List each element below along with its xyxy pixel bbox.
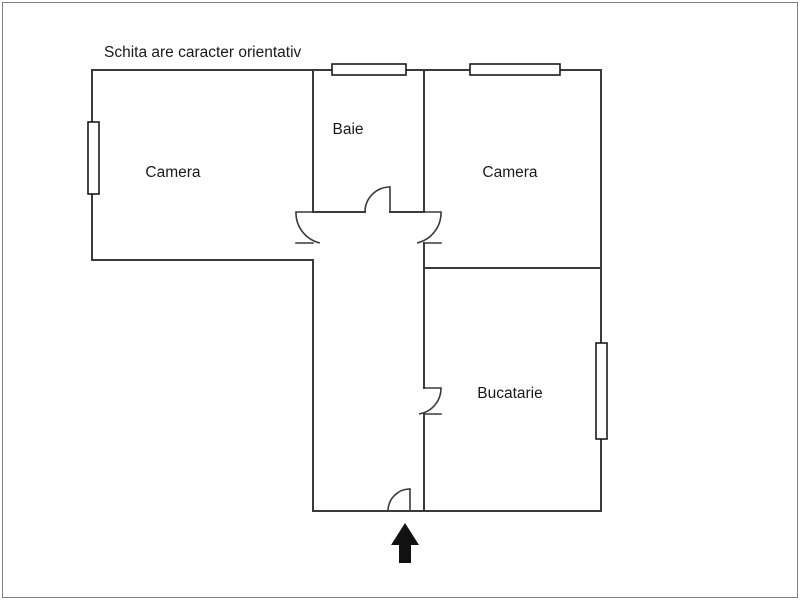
interior-walls bbox=[312, 69, 602, 512]
door-hall-left-arc bbox=[295, 211, 321, 244]
window-camera-right-top bbox=[469, 63, 561, 76]
door-hall-right-arc bbox=[416, 211, 442, 244]
room-label-camera-right: Camera bbox=[482, 164, 538, 181]
door-entrance-arc bbox=[387, 488, 411, 512]
room-label-bucatarie: Bucatarie bbox=[477, 385, 542, 402]
entrance-arrow-glyph bbox=[391, 523, 419, 563]
room-label-camera-left: Camera bbox=[145, 164, 201, 181]
orientation-note: Schita are caracter orientativ bbox=[104, 44, 302, 61]
window-bucatarie bbox=[595, 342, 608, 440]
room-labels: Camera Baie Camera Bucatarie bbox=[145, 121, 542, 402]
window-baie-top bbox=[331, 63, 407, 76]
window-camera-left bbox=[87, 121, 100, 195]
door-swings bbox=[295, 186, 442, 512]
entrance-arrow bbox=[391, 523, 419, 563]
door-baie-arc bbox=[364, 186, 391, 213]
door-jambs bbox=[295, 186, 442, 512]
door-bucatarie-arc bbox=[418, 387, 442, 415]
room-label-baie: Baie bbox=[332, 121, 363, 138]
windows bbox=[87, 63, 608, 440]
